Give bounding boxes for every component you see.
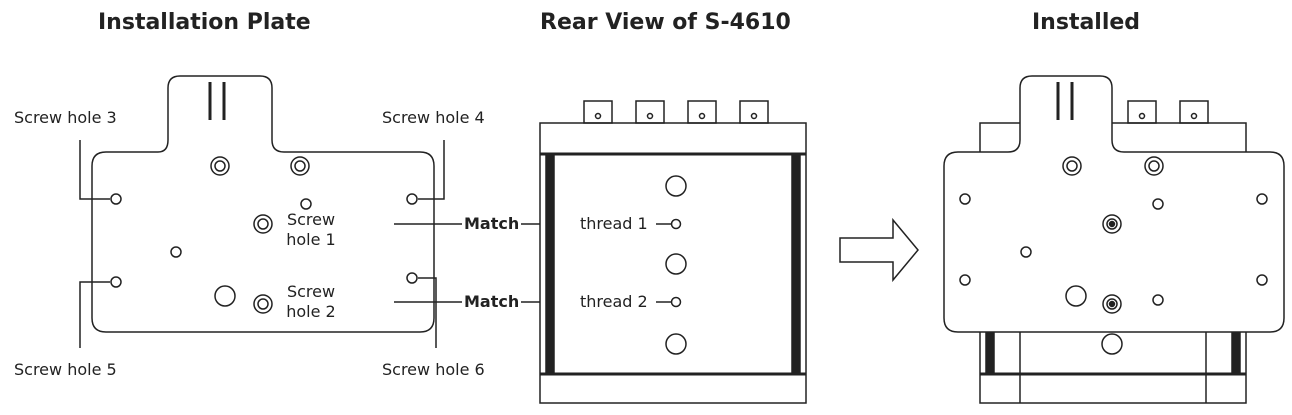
callout-hole3 <box>79 140 110 200</box>
label-screw-hole-1: Screw hole 1 <box>276 210 346 250</box>
installed-assembly <box>943 75 1285 404</box>
installed-plate-outline <box>943 75 1285 333</box>
label-screw-hole-2-line1: Screw <box>286 282 336 301</box>
plate-title: Installation Plate <box>98 10 311 35</box>
callout-hole6 <box>418 277 437 348</box>
match-label-2: Match <box>462 292 522 311</box>
thread-1-hole <box>670 218 682 230</box>
label-screw-hole-6: Screw hole 6 <box>382 360 485 379</box>
label-screw-hole-3: Screw hole 3 <box>14 108 117 127</box>
match-label-1: Match <box>462 214 522 233</box>
rear-view-unit <box>539 100 807 404</box>
right-arrow-icon <box>839 217 919 283</box>
thread-2-label: thread 2 <box>578 292 650 311</box>
screw-hole-1 <box>253 214 273 234</box>
plate-outline <box>91 75 435 333</box>
callout-hole5 <box>79 281 110 348</box>
thread-2-hole <box>670 296 682 308</box>
label-screw-hole-4: Screw hole 4 <box>382 108 485 127</box>
screw-hole-2 <box>253 294 273 314</box>
label-screw-hole-2-line2: hole 2 <box>286 302 336 321</box>
installed-title: Installed <box>1032 10 1141 35</box>
rear-view-title: Rear View of S-4610 <box>540 10 791 35</box>
label-screw-hole-1-line2: hole 1 <box>286 230 336 249</box>
rear-body <box>539 122 807 404</box>
callout-hole4 <box>418 140 445 200</box>
label-screw-hole-1-line1: Screw <box>286 210 336 229</box>
thread-1-label: thread 1 <box>578 214 650 233</box>
label-screw-hole-2: Screw hole 2 <box>276 282 346 322</box>
label-screw-hole-5: Screw hole 5 <box>14 360 117 379</box>
